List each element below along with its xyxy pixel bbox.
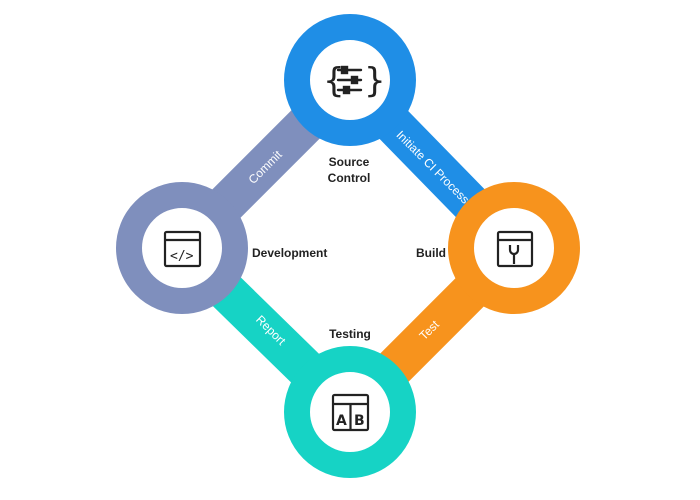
- build-ring: [448, 182, 580, 314]
- testing-label: Testing: [329, 327, 371, 341]
- svg-text:}: }: [364, 61, 386, 101]
- wrench-window-icon: [496, 230, 534, 268]
- source-control-label-line2: Control: [328, 171, 371, 185]
- build-label: Build: [416, 246, 446, 260]
- inner-diamond: [233, 130, 463, 362]
- source-control-label-line1: Source: [329, 155, 370, 169]
- svg-text:</>: </>: [170, 249, 194, 264]
- code-window-icon: </>: [163, 230, 202, 268]
- sliders-icon: { }: [323, 61, 386, 101]
- svg-text:B: B: [354, 413, 365, 429]
- development-ring: [116, 182, 248, 314]
- development-label: Development: [252, 246, 327, 260]
- ab-test-icon: A B: [331, 393, 370, 432]
- svg-text:A: A: [336, 413, 347, 429]
